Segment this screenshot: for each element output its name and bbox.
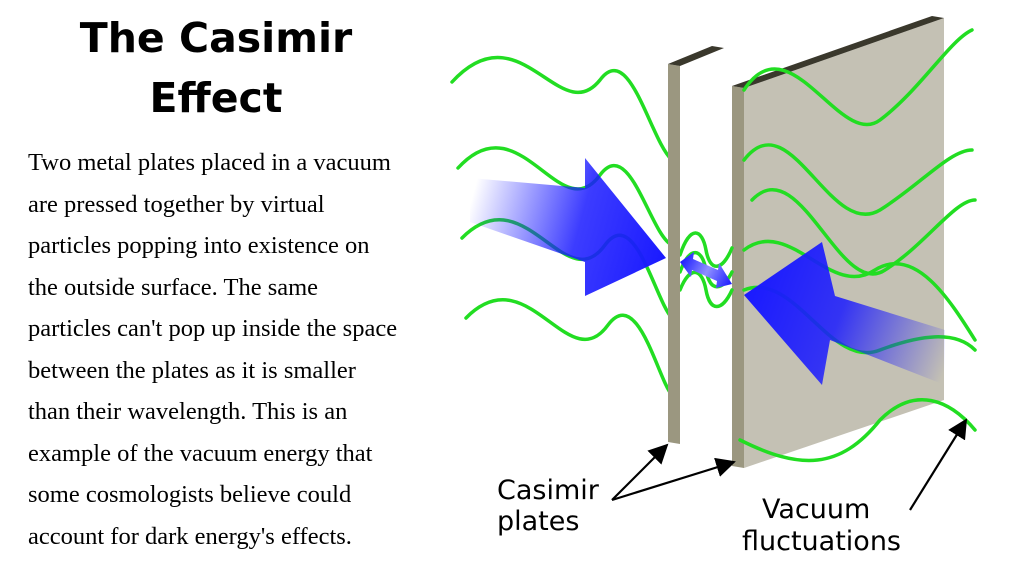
description-line-3: particles popping into existence on	[28, 232, 370, 259]
pointer-arrows	[611, 418, 968, 511]
description-line-2: are pressed together by virtual	[28, 190, 325, 218]
description-line-7: than their wavelength. This is an	[28, 398, 348, 425]
left-plate	[668, 46, 724, 444]
casimir-plates-label-line1: Casimir	[497, 475, 600, 506]
page-title: The Casimir Effect	[40, 8, 392, 128]
title-line-1: The Casimir	[79, 14, 353, 62]
title-line-2: Effect	[149, 74, 283, 122]
description-line-9: some cosmologists believe could	[28, 481, 352, 508]
description-line-1: Two metal plates placed in a vacuum	[28, 149, 391, 176]
description-line-4: the outside surface. The same	[28, 273, 319, 301]
description-line-8: example of the vacuum energy that	[28, 439, 373, 467]
left-push-arrow	[470, 158, 666, 296]
right-push-arrow	[744, 242, 945, 385]
description-line-5: particles can't pop up inside the space	[28, 315, 398, 342]
vacuum-fluctuations-label-line2: fluctuations	[742, 526, 901, 557]
vacuum-fluctuations-label-line1: Vacuum	[762, 494, 870, 525]
description-line-10: account for dark energy's effects.	[28, 522, 352, 550]
casimir-plates-label-line2: plates	[497, 506, 579, 537]
inner-double-arrow	[680, 252, 732, 288]
description-text: Two metal plates placed in a vacuum are …	[28, 142, 498, 557]
description-line-6: between the plates as it is smaller	[28, 356, 356, 384]
